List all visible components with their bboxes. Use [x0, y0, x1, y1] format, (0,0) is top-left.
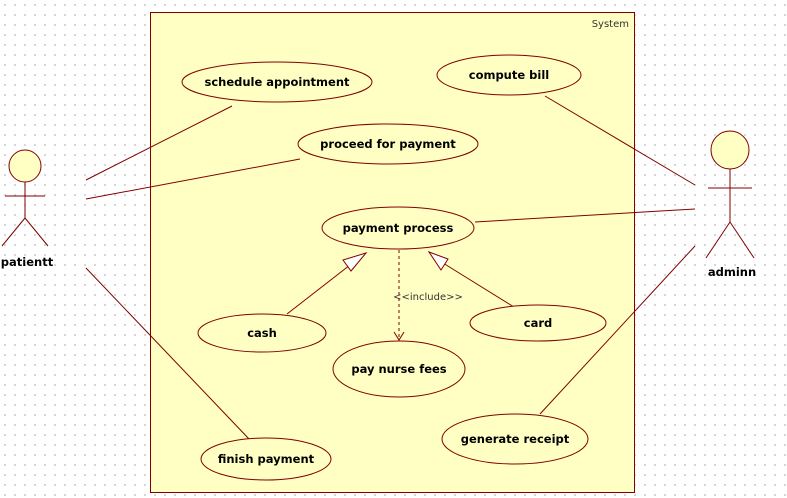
- use-case-ellipse: [321, 206, 475, 250]
- generalization-cash-line[interactable]: [286, 264, 351, 315]
- assoc-admin-receipt[interactable]: [539, 245, 696, 415]
- actor-label: adminn: [708, 265, 756, 279]
- use-case-ellipse: [200, 437, 332, 481]
- use-case-ellipse: [436, 54, 582, 96]
- actor-label: patientt: [1, 255, 54, 269]
- use-case-ellipse: [441, 413, 589, 465]
- use-case-ellipse: [181, 61, 373, 103]
- use-case-label: card: [524, 316, 552, 330]
- use-case-proceed-for-payment[interactable]: proceed for payment: [297, 123, 479, 165]
- assoc-patient-finish[interactable]: [85, 267, 251, 441]
- use-case-schedule-appointment[interactable]: schedule appointment: [181, 61, 373, 103]
- actor-patient[interactable]: patientt: [1, 149, 54, 269]
- include-arrowhead: [393, 331, 405, 341]
- generalization-card-line[interactable]: [442, 262, 515, 308]
- generalization-card-arrowhead: [427, 251, 449, 271]
- stick-figure-icon: [1, 149, 49, 247]
- use-case-label: proceed for payment: [320, 137, 456, 151]
- use-case-pay-nurse-fees[interactable]: pay nurse fees: [332, 340, 466, 398]
- use-case-label: generate receipt: [461, 432, 570, 446]
- system-label: System: [592, 19, 629, 30]
- use-case-card[interactable]: card: [469, 304, 607, 342]
- use-case-cash[interactable]: cash: [197, 313, 327, 353]
- associations: [85, 95, 696, 441]
- use-case-finish-payment[interactable]: finish payment: [200, 437, 332, 481]
- use-case-payment-process[interactable]: payment process: [321, 206, 475, 250]
- use-case-ellipse: [297, 123, 479, 165]
- use-case-generate-receipt[interactable]: generate receipt: [441, 413, 589, 465]
- assoc-admin-compute[interactable]: [544, 95, 696, 186]
- use-case-label: payment process: [343, 221, 454, 235]
- use-case-label: finish payment: [218, 452, 315, 466]
- assoc-patient-proceed[interactable]: [85, 158, 301, 200]
- generalizations: [286, 251, 515, 315]
- include-dependency[interactable]: <<include>>: [393, 250, 463, 341]
- use-case-compute-bill[interactable]: compute bill: [436, 54, 582, 96]
- use-case-label: pay nurse fees: [351, 362, 446, 376]
- use-case-label: schedule appointment: [204, 75, 350, 89]
- use-case-ellipse: [332, 340, 466, 398]
- assoc-admin-process[interactable]: [474, 208, 696, 223]
- actor-admin[interactable]: adminn: [705, 130, 756, 279]
- stick-figure-icon: [705, 130, 755, 259]
- assoc-patient-schedule[interactable]: [85, 105, 233, 181]
- use-case-ellipse: [197, 313, 327, 353]
- use-case-ellipse: [469, 304, 607, 342]
- include-label: <<include>>: [393, 292, 463, 303]
- use-case-label: compute bill: [469, 68, 549, 82]
- use-case-label: cash: [247, 326, 277, 340]
- generalization-cash-arrowhead: [342, 252, 368, 272]
